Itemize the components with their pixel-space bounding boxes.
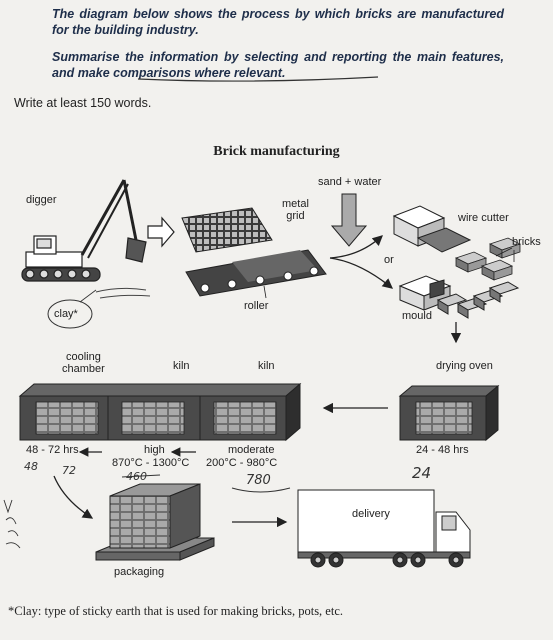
roller-conveyor-icon [185,249,327,297]
kiln-cooling-box [18,382,302,442]
mould-icon [398,275,520,319]
clay-footnote: *Clay: type of sticky earth that is used… [8,604,343,618]
label-metal-grid: metal grid [282,198,309,223]
label-sand-water: sand + water [318,176,382,188]
metal-grid-icon [181,207,273,253]
label-roller: roller [244,300,269,312]
digger-icon [21,179,147,282]
delivery-truck-icon [297,489,471,568]
bricks-icon [454,237,522,281]
label-high: high [144,444,165,456]
sand-water-arrow [330,193,368,247]
hand-number-780: 780 [246,473,271,488]
drying-oven-box [398,384,500,442]
label-cooling-chamber: cooling chamber [62,351,105,376]
label-cooling-time: 48 - 72 hrs [26,444,79,456]
hollow-arrow [147,216,175,248]
margin-scribble [3,499,21,549]
label-moderate: moderate [228,444,275,456]
hand-number-24: 24 [412,464,431,482]
wire-cutter-icon [392,205,472,253]
task-prompt: The diagram below shows the process by w… [52,6,504,91]
label-wire-cutter: wire cutter [458,212,509,224]
label-digger: digger [26,194,57,206]
clay-circle [47,299,93,329]
label-moderate-temp: 200°C - 980°C [206,457,278,469]
packaging-pallet-icon [95,483,215,561]
label-delivery: delivery [352,508,390,520]
label-packaging: packaging [114,566,165,578]
label-bricks: bricks [512,236,541,248]
label-kiln-moderate: kiln [258,360,275,372]
label-mould: mould [402,310,432,322]
task-line-1: The diagram below shows the process by w… [52,7,504,38]
label-clay: clay* [54,308,78,320]
task-line-2: Summarise the information by selecting a… [52,49,504,80]
label-or: or [384,254,394,266]
hand-number-72: 72 [62,464,76,477]
label-high-temp: 870°C - 1300°C [112,457,190,469]
word-count-instruction: Write at least 150 words. [14,96,152,110]
label-drying-time: 24 - 48 hrs [416,444,469,456]
diagram-title: Brick manufacturing [213,144,340,159]
label-kiln-high: kiln [173,360,190,372]
label-drying-oven: drying oven [436,360,493,372]
hand-number-48: 48 [24,460,38,473]
